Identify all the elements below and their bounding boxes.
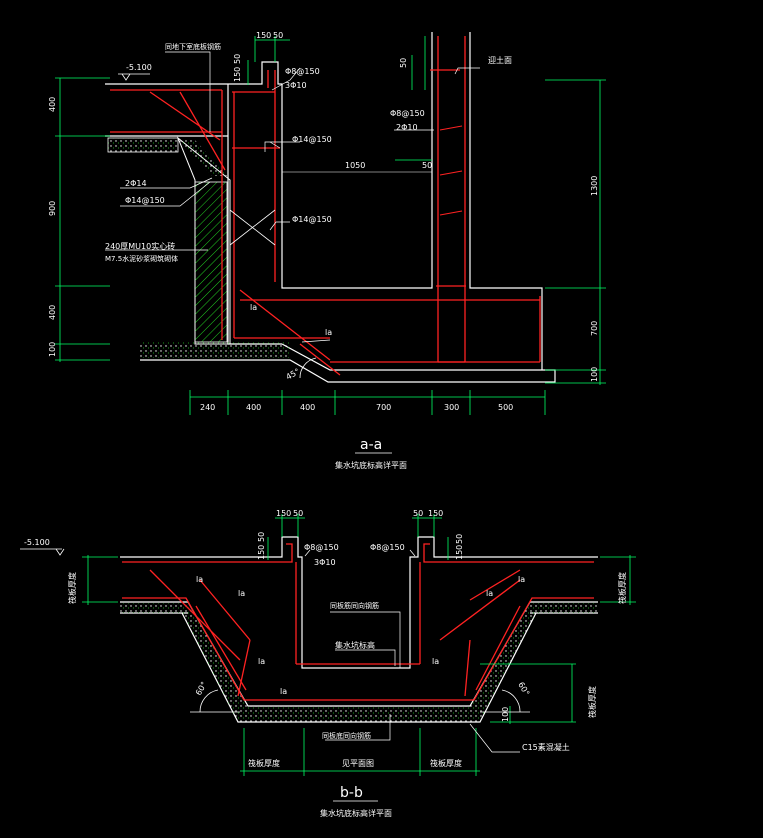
aa-left-dim-1: 400 <box>48 97 57 112</box>
aa-bottom-dim-5: 300 <box>444 403 459 412</box>
aa-brick-2: M7.5水泥砂浆砌筑砌体 <box>105 254 178 263</box>
bb-pit-elev: 集水坑标高 <box>335 640 375 650</box>
aa-subtitle: 集水坑底标高详平面 <box>335 460 407 470</box>
aa-right-dim-3: 100 <box>590 367 599 382</box>
aa-inner-50: 50 <box>422 161 432 170</box>
bb-vert-l-2: 50 <box>257 532 266 542</box>
cushion-layer <box>107 137 179 153</box>
bb-bottom-1: 筏板厚度 <box>248 758 280 768</box>
aa-left-dim-4: 100 <box>48 342 57 357</box>
aa-phi14-mid: Φ14@150 <box>292 215 332 224</box>
bb-c15-label: C15素混凝土 <box>522 742 570 752</box>
aa-bottom-dim-3: 400 <box>300 403 315 412</box>
aa-right-dim-1: 1300 <box>590 176 599 196</box>
bb-top-l-2: 50 <box>293 509 303 518</box>
bb-bottom-2: 见平面图 <box>342 759 374 768</box>
bb-la-4: la <box>518 575 525 584</box>
aa-top-dim-2: 50 <box>273 31 283 40</box>
bb-rebar-r: Φ8@150 <box>370 543 405 552</box>
aa-top-dim-1: 150 <box>256 31 271 40</box>
aa-right-dim-2: 700 <box>590 321 599 336</box>
bb-cushion <box>120 603 598 722</box>
bb-slab-right2: 筏板厚度 <box>587 686 597 718</box>
bb-rebar-l-b: 3Φ10 <box>314 558 336 567</box>
rebar-lines-aa <box>110 36 541 376</box>
bb-same-dir-bottom: 同板底同向钢筋 <box>322 731 371 740</box>
aa-bottom-dim-1: 240 <box>200 403 215 412</box>
bb-slab-left: 筏板厚度 <box>67 572 77 604</box>
aa-inner-1050: 1050 <box>345 161 365 170</box>
bb-la-5: la <box>258 657 265 666</box>
bb-la-6: la <box>432 657 439 666</box>
bb-rebar-l-a: Φ8@150 <box>304 543 339 552</box>
aa-la-1: la <box>250 303 257 312</box>
aa-bottom-dim-2: 400 <box>246 403 261 412</box>
rebar-lines-bb <box>122 543 594 701</box>
bb-la-7: la <box>280 687 287 696</box>
bb-angle-l: 60° <box>194 680 209 697</box>
bb-same-dir-top: 同板筋同向钢筋 <box>330 601 379 610</box>
bb-top-r-2: 150 <box>428 509 443 518</box>
aa-vert-50: 50 <box>399 58 408 68</box>
bb-dim-100: 100 <box>501 707 510 722</box>
bb-bottom-3: 筏板厚度 <box>430 758 462 768</box>
aa-angle: 45° <box>285 367 302 382</box>
aa-bottom-dim-6: 500 <box>498 403 513 412</box>
section-bb: -5.100 150 50 50 150 150 50 150 50 Φ8@15… <box>20 509 636 818</box>
aa-rebar-tl-a: Φ8@150 <box>285 67 320 76</box>
aa-caption: a-a <box>360 437 382 453</box>
bb-la-2: la <box>238 589 245 598</box>
bb-la-3: la <box>486 589 493 598</box>
section-aa: -5.100 同地下室底板钢筋 150 50 150 50 Φ8@150 3Φ1… <box>48 31 606 470</box>
bb-elevation: -5.100 <box>24 538 50 547</box>
bb-top-l-1: 150 <box>276 509 291 518</box>
bb-vert-l-1: 150 <box>257 545 266 560</box>
bb-vert-r-1: 150 <box>455 545 464 560</box>
aa-vert-dim-1: 150 <box>233 67 242 82</box>
bb-slab-right: 筏板厚度 <box>617 572 627 604</box>
bb-caption: b-b <box>340 785 363 801</box>
bb-angle-r: 60° <box>516 681 531 698</box>
aa-face-label: 迎土面 <box>488 55 512 65</box>
bb-la-1: la <box>196 575 203 584</box>
aa-phi14-top: Φ14@150 <box>292 135 332 144</box>
aa-la-2: la <box>325 328 332 337</box>
aa-bottom-dim-4: 700 <box>376 403 391 412</box>
aa-two-phi14: 2Φ14 <box>125 179 147 188</box>
aa-left-dim-2: 900 <box>48 201 57 216</box>
aa-phi14-left: Φ14@150 <box>125 196 165 205</box>
aa-vert-dim-2: 50 <box>233 54 242 64</box>
aa-left-dim-3: 400 <box>48 305 57 320</box>
aa-elevation: -5.100 <box>126 63 152 72</box>
aa-rebar-tr-a: Φ8@150 <box>390 109 425 118</box>
aa-waterproof-label: 同地下室底板钢筋 <box>165 42 221 51</box>
bb-top-r-1: 50 <box>413 509 423 518</box>
bb-vert-r-2: 50 <box>455 534 464 544</box>
aa-brick-1: 240厚MU10实心砖 <box>105 241 175 251</box>
aa-rebar-tl-b: 3Φ10 <box>285 81 307 90</box>
bb-subtitle: 集水坑底标高详平面 <box>320 808 392 818</box>
aa-rebar-tr-b: 2Φ10 <box>396 123 418 132</box>
